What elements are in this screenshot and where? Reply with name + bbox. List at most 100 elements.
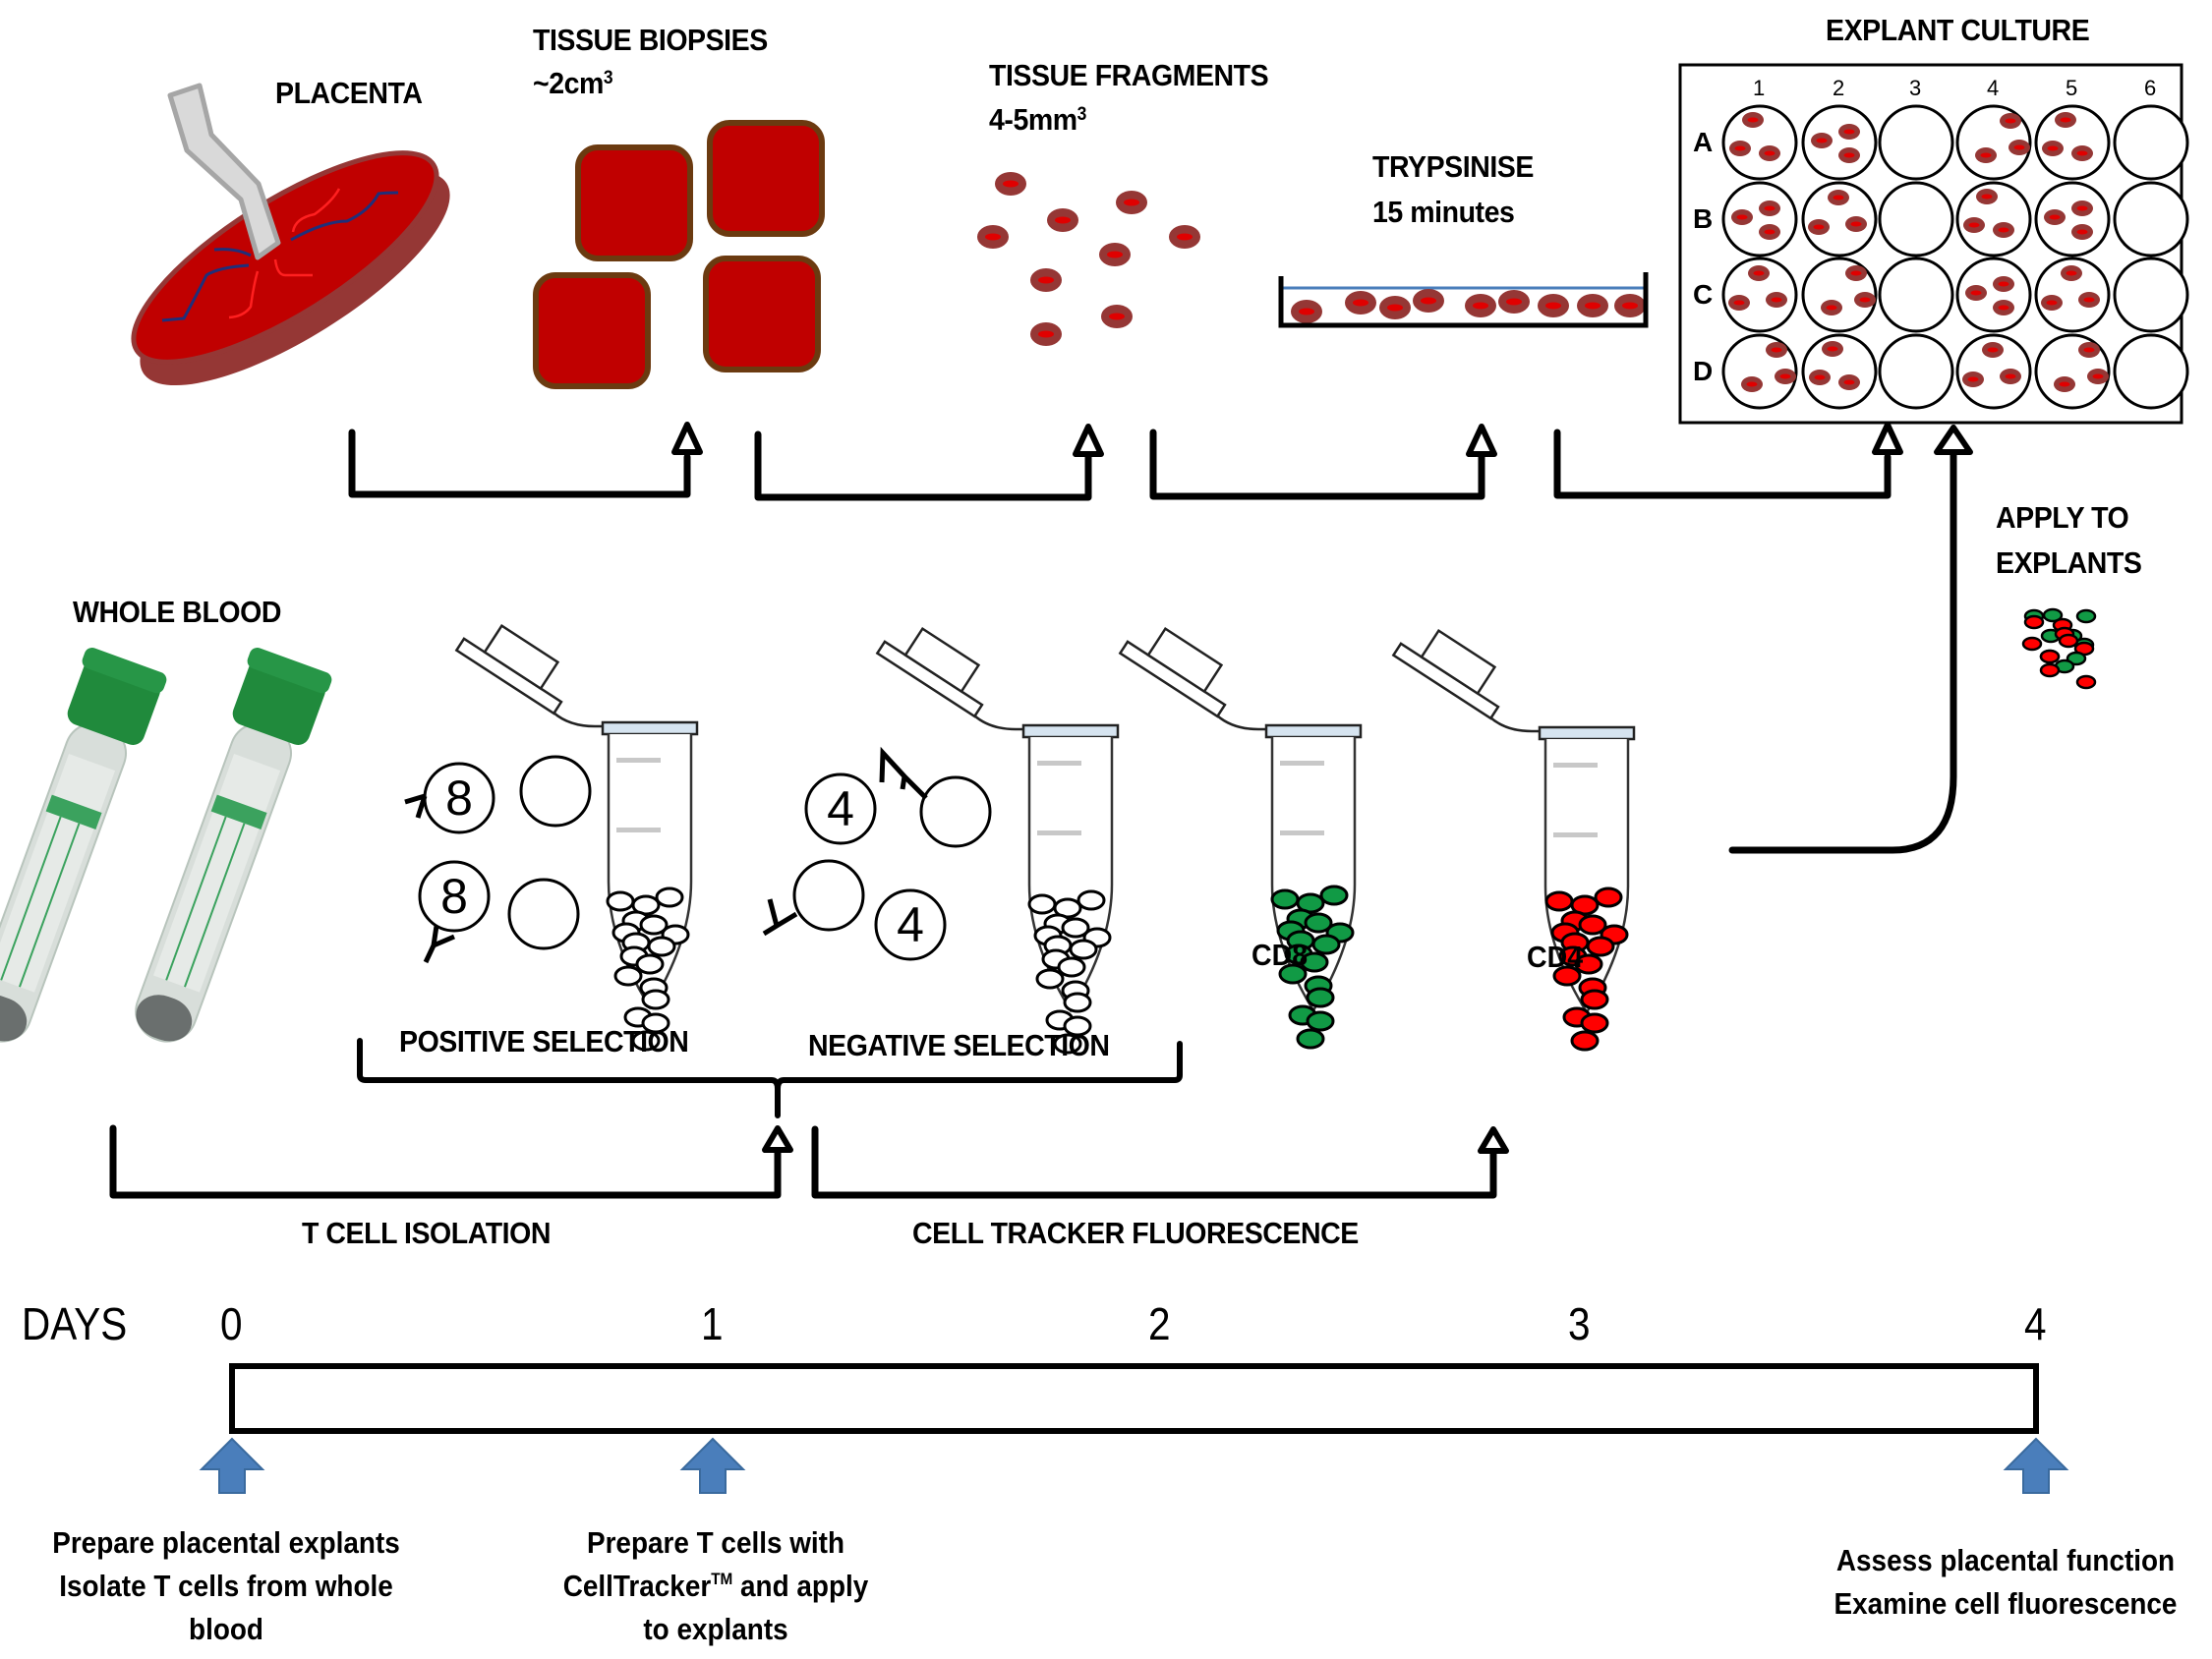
explant-fragment [2061, 265, 2082, 281]
explant-culture-label: EXPLANT CULTURE [1826, 13, 2090, 47]
explant-fragment [2000, 369, 2021, 384]
cd8-tube [1119, 613, 1363, 1050]
explant-fragment [1811, 133, 1833, 148]
plate-well [2034, 104, 2111, 181]
phase-brackets [109, 1124, 1497, 1199]
cd4-label: CD4 [1527, 940, 1584, 974]
days-axis-label: DAYS [22, 1298, 128, 1349]
event-day0-line2: Isolate T cells from whole [59, 1569, 393, 1603]
fragments-size: 4-5mm3 [989, 100, 1086, 140]
explant-fragment [2078, 342, 2100, 358]
plate-well [1801, 181, 1878, 257]
explant-fragment [1993, 222, 2014, 238]
plate-well [1955, 257, 2032, 333]
day-tick-label: 3 [1568, 1298, 1591, 1349]
plate-well [2113, 181, 2189, 257]
explant-fragment [1775, 369, 1796, 384]
cd4-marker: 4 [897, 897, 924, 952]
explant-fragment [1729, 141, 1751, 156]
explant-fragment [1766, 342, 1787, 358]
explant-fragment [1982, 342, 2004, 358]
plate-well [1955, 333, 2032, 410]
fragments-label: TISSUE FRAGMENTS [989, 58, 1269, 92]
explant-fragment [1809, 370, 1831, 385]
explant-fragment [2071, 224, 2093, 240]
biopsies-size-value: ~2cm [533, 66, 604, 100]
event-arrow-icon [199, 1437, 265, 1494]
explant-fragment [1838, 374, 1860, 390]
plate-well [1878, 181, 1954, 257]
cd8-marker: 8 [440, 869, 468, 924]
cd4-tube [1392, 615, 1636, 1052]
explant-fragment [1962, 372, 1984, 387]
blood-tubes [0, 648, 332, 1043]
plate-well [2034, 181, 2111, 257]
event-day1-line2: CellTrackerTM and apply [495, 1565, 937, 1608]
plate-well [2113, 333, 2189, 410]
fragments-size-value: 4-5mm [989, 102, 1077, 137]
cd4-marker: 4 [827, 781, 854, 836]
t-cell-isolation-label: T CELL ISOLATION [302, 1216, 552, 1250]
plate-well [1955, 181, 2032, 257]
trypsinise-label: TRYPSINISE [1372, 149, 1534, 184]
apply-label-line1: APPLY TO [1996, 500, 2129, 535]
cd8-label: CD8 [1252, 938, 1309, 972]
plate-well [2113, 104, 2189, 181]
mixed-cell-cluster [2021, 607, 2097, 690]
plate-row-label: C [1693, 279, 1714, 310]
explant-fragment [1759, 200, 1780, 216]
plate-row-label: B [1693, 203, 1714, 234]
day-tick-label: 2 [1148, 1298, 1171, 1349]
event-day1: Prepare T cells with CellTrackerTM and a… [495, 1521, 937, 1651]
tissue-fragments [977, 172, 1200, 346]
explant-fragment [1845, 216, 1867, 232]
event-day1-line3: to explants [643, 1612, 788, 1646]
explant-fragment [2071, 145, 2093, 161]
explant-fragment [2071, 200, 2093, 216]
explant-fragment [2000, 113, 2021, 129]
plate-well [1721, 104, 1798, 181]
positive-selection-cells [404, 755, 592, 964]
explant-fragment [1976, 189, 1998, 204]
plate-well [1878, 333, 1954, 410]
positive-selection-tube [455, 610, 699, 1052]
explant-fragment [2044, 209, 2066, 225]
biopsies-size: ~2cm3 [533, 64, 613, 103]
explant-fragment [1759, 224, 1780, 240]
selection-bracket [357, 1038, 1183, 1118]
explant-fragment [2042, 141, 2064, 156]
trademark-mark: TM [711, 1570, 733, 1588]
celltracker-name: CellTracker [562, 1569, 712, 1603]
explant-fragment [2078, 292, 2100, 308]
negative-selection-cells [762, 746, 992, 961]
explant-fragment [1759, 145, 1780, 161]
explant-fragment [2008, 140, 2030, 155]
event-day1-line2-rest: and apply [732, 1569, 869, 1603]
event-day0: Prepare placental explants Isolate T cel… [5, 1521, 447, 1651]
placenta-illustration [131, 150, 450, 386]
apply-label-line2: EXPLANTS [1996, 545, 2142, 580]
plate-column-label: 1 [1753, 76, 1766, 100]
plate-well [1801, 333, 1878, 410]
event-arrow-icon [679, 1437, 746, 1494]
cd8-marker: 8 [445, 771, 473, 826]
scalpel-icon [167, 83, 281, 260]
plate-column-label: 4 [1987, 76, 2000, 100]
plate-column-label: 2 [1833, 76, 1845, 100]
day-tick-label: 1 [701, 1298, 724, 1349]
whole-blood-label: WHOLE BLOOD [73, 595, 281, 629]
event-day4: Assess placental function Examine cell f… [1784, 1539, 2212, 1626]
explant-fragment [1838, 124, 1860, 140]
explant-fragment [1766, 292, 1787, 308]
plate-well [1721, 181, 1798, 257]
event-day1-line1: Prepare T cells with [586, 1525, 845, 1560]
plate-row-label: A [1693, 127, 1714, 157]
explant-fragment [1838, 147, 1860, 163]
biopsies-size-exponent: 3 [603, 68, 613, 88]
explant-fragment [1748, 265, 1770, 281]
timeline-markers [199, 1437, 2069, 1494]
explant-fragment [1963, 217, 1985, 233]
top-flow-arrows [348, 429, 1957, 854]
explant-fragment [2041, 295, 2063, 311]
